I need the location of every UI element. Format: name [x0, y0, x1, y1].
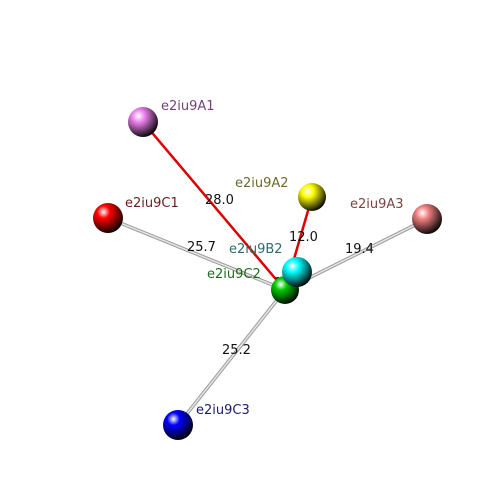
node-labels-layer: e2iu9A1 e2iu9A2 e2iu9A3 e2iu9C1 e2iu9B2 e2iu9… — [125, 99, 404, 418]
atom-a3[interactable] — [412, 204, 442, 234]
edge-c2-a1 — [141, 120, 287, 292]
atom-label-c2: e2iu9C2 — [207, 267, 261, 282]
atom-label-a1: e2iu9A1 — [161, 99, 215, 114]
edge-labels-layer: 28.012.019.425.725.21 — [187, 193, 374, 358]
atom-c3[interactable] — [163, 410, 193, 440]
edge-c2-c3 — [176, 288, 287, 427]
atom-label-c1: e2iu9C1 — [125, 196, 179, 211]
edge-distance-label: 25.7 — [187, 240, 216, 255]
edge-distance-label: 25.2 — [222, 343, 251, 358]
edge-distance-label: 19.4 — [345, 242, 374, 257]
atom-a2[interactable] — [298, 183, 326, 211]
atom-a1[interactable] — [128, 107, 158, 137]
atom-c1[interactable] — [93, 203, 123, 233]
atom-b2[interactable] — [282, 257, 312, 287]
edge-distance-label: 28.0 — [205, 193, 234, 208]
edge-distance-label: 12.0 — [289, 230, 318, 245]
atom-label-b2: e2iu9B2 — [229, 242, 283, 257]
nodes-layer — [93, 107, 442, 440]
edge-c2-c1 — [106, 216, 287, 292]
edges-layer — [106, 120, 429, 427]
atom-label-a3: e2iu9A3 — [350, 197, 404, 212]
atom-label-c3: e2iu9C3 — [196, 403, 250, 418]
atom-label-a2: e2iu9A2 — [235, 176, 289, 191]
